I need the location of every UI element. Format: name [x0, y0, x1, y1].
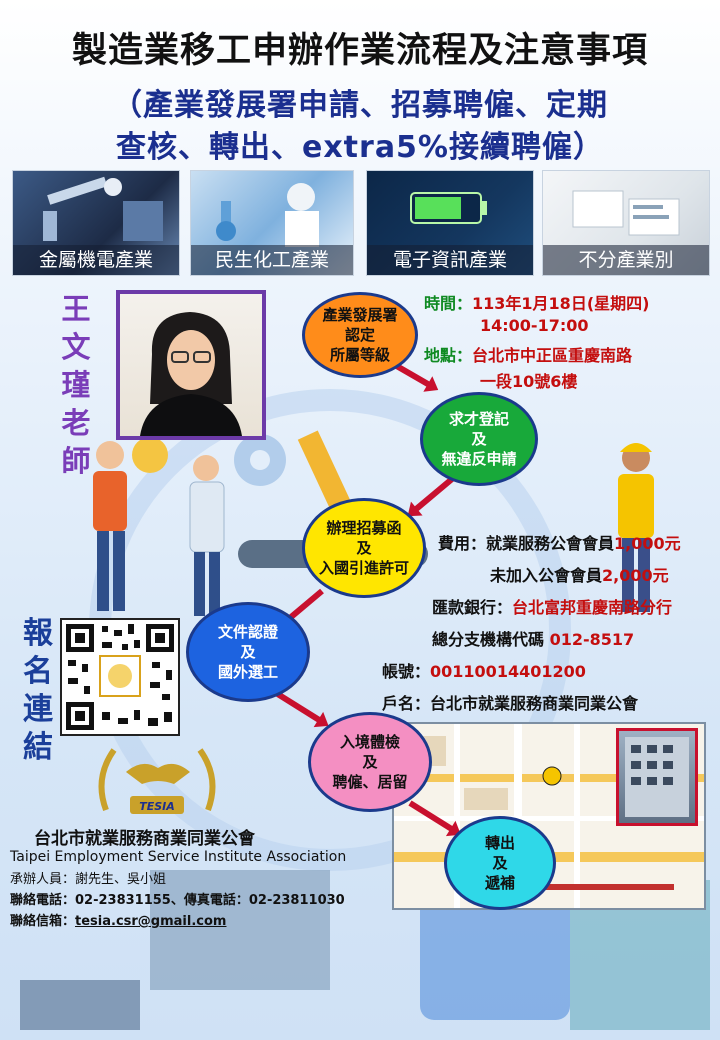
- step-line: 及: [492, 854, 508, 872]
- bank-value: 台北富邦重慶南路分行: [512, 598, 673, 617]
- robot-arm-icon: [43, 176, 163, 241]
- building-icon: [625, 737, 689, 817]
- bank-account: 帳號：00110014401200: [382, 658, 586, 682]
- lightbulb-icon: [132, 437, 168, 473]
- step-line: 求才登記: [448, 410, 509, 428]
- step-line: 辦理招募函: [326, 519, 402, 537]
- step-line: 轉出: [484, 834, 515, 852]
- step-5-bubble: 入境體檢及聘僱、居留: [308, 712, 432, 812]
- step-4-bubble: 文件認證及國外選工: [186, 602, 310, 702]
- qr-code-icon: [66, 624, 174, 730]
- bank-label: 匯款銀行：: [432, 598, 513, 617]
- category-tile-metal: 金屬機電產業: [12, 170, 180, 276]
- bank-holder: 戶名：台北市就業服務商業同業公會: [382, 690, 638, 714]
- bank-code-value: 012-8517: [549, 630, 635, 649]
- step-line: 入境體檢: [339, 733, 400, 751]
- category-tile-chemical: 民生化工產業: [190, 170, 354, 276]
- battery-icon: [410, 192, 487, 224]
- fee-nonmember: 未加入公會會員2,000元: [490, 562, 669, 586]
- worker-illustration-left: [93, 441, 127, 611]
- step-line: 遞補: [484, 874, 515, 892]
- worker-illustration-mid: [189, 455, 225, 616]
- event-hours: 14:00-17:00: [480, 316, 589, 335]
- factory-machine-icon: [150, 870, 330, 990]
- teacher-photo: [116, 290, 266, 440]
- email-label: 聯絡信箱：: [10, 914, 76, 929]
- account-label: 帳號：: [382, 662, 431, 681]
- place-value: 台北市中正區重慶南路: [472, 346, 633, 365]
- step-line: 聘僱、居留: [332, 773, 408, 791]
- holder-value: 台北市就業服務商業同業公會: [430, 694, 639, 713]
- step-line: 所屬等級: [329, 346, 390, 364]
- step-6-bubble: 轉出及遞補: [444, 816, 556, 910]
- worker-illustration-right: [618, 443, 654, 612]
- category-tile-all: 不分產業別: [542, 170, 710, 276]
- email-info: 聯絡信箱：tesia.csr@gmail.com: [10, 910, 226, 929]
- step-line: 無違反申請: [441, 450, 517, 468]
- truck-icon: [20, 980, 140, 1030]
- fee-label: 費用：: [438, 534, 487, 553]
- step-line: 及: [362, 753, 378, 771]
- step-line: 及: [240, 643, 256, 661]
- step-line: 入國引進許可: [318, 559, 409, 577]
- bank-code: 總分支機構代碼 012-8517: [432, 626, 634, 650]
- category-label: 金屬機電產業: [13, 245, 179, 275]
- fee-member: 費用：就業服務公會會員1,000元: [438, 530, 681, 554]
- step-line: 及: [471, 430, 487, 448]
- register-label: 報名連結: [23, 616, 53, 765]
- fee-nonmember-amount: 2,000元: [602, 566, 669, 585]
- organizer-info: 承辦人員：謝先生、吳小姐: [10, 872, 167, 887]
- association-name-en: Taipei Employment Service Institute Asso…: [10, 849, 347, 865]
- building-photo: [616, 728, 698, 826]
- subtitle-line-2: 查核、轉出、extra5%接續聘僱）: [115, 130, 604, 165]
- category-tile-electronics: 電子資訊產業: [366, 170, 534, 276]
- bank-code-label: 總分支機構代碼: [432, 630, 545, 649]
- step-1-bubble: 產業發展署認定所屬等級: [302, 292, 418, 378]
- association-name-zh: 台北市就業服務商業同業公會: [34, 829, 255, 849]
- step-line: 產業發展署: [322, 306, 398, 324]
- step-line: 及: [356, 539, 372, 557]
- time-label: 時間：: [424, 294, 473, 313]
- step-3-bubble: 辦理招募函及入國引進許可: [302, 498, 426, 598]
- event-place: 地點：台北市中正區重慶南路: [424, 342, 632, 366]
- category-label: 不分產業別: [543, 245, 709, 275]
- teacher-name: 王文瑾老師: [61, 292, 91, 478]
- fee-member-amount: 1,000元: [614, 534, 681, 553]
- step-2-bubble: 求才登記及無違反申請: [420, 392, 538, 486]
- fee-nonmember-text: 未加入公會會員: [490, 566, 603, 585]
- account-value: 00110014401200: [430, 662, 586, 681]
- time-value: 113年1月18日(星期四): [472, 294, 650, 313]
- lab-scientist-icon: [216, 183, 319, 247]
- teacher-portrait-icon: [140, 312, 242, 436]
- subtitle-line-1: （產業發展署申請、招募聘僱、定期: [112, 88, 608, 123]
- documents-icon: [572, 190, 680, 236]
- step-line: 文件認證: [217, 623, 278, 641]
- bank-name: 匯款銀行：台北富邦重慶南路分行: [432, 594, 672, 618]
- registration-qr-code[interactable]: [60, 618, 180, 736]
- tesia-logo: [98, 748, 216, 814]
- category-label: 民生化工產業: [191, 245, 353, 275]
- step-line: 國外選工: [217, 663, 278, 681]
- holder-label: 戶名：: [382, 694, 431, 713]
- fee-member-text: 就業服務公會會員: [486, 534, 615, 553]
- email-link[interactable]: tesia.csr@gmail.com: [75, 914, 227, 929]
- tesia-logo-text: TESIA: [139, 800, 175, 813]
- event-place-line-2: 一段10號6樓: [480, 372, 578, 391]
- page-title: 製造業移工申辦作業流程及注意事項: [71, 31, 648, 71]
- place-label: 地點：: [424, 346, 473, 365]
- event-time: 時間：113年1月18日(星期四): [424, 290, 649, 314]
- phone-info: 聯絡電話：02-23831155、傳真電話：02-23811030: [10, 893, 345, 908]
- category-label: 電子資訊產業: [367, 245, 533, 275]
- step-line: 認定: [344, 326, 375, 344]
- handshake-icon: [126, 763, 190, 784]
